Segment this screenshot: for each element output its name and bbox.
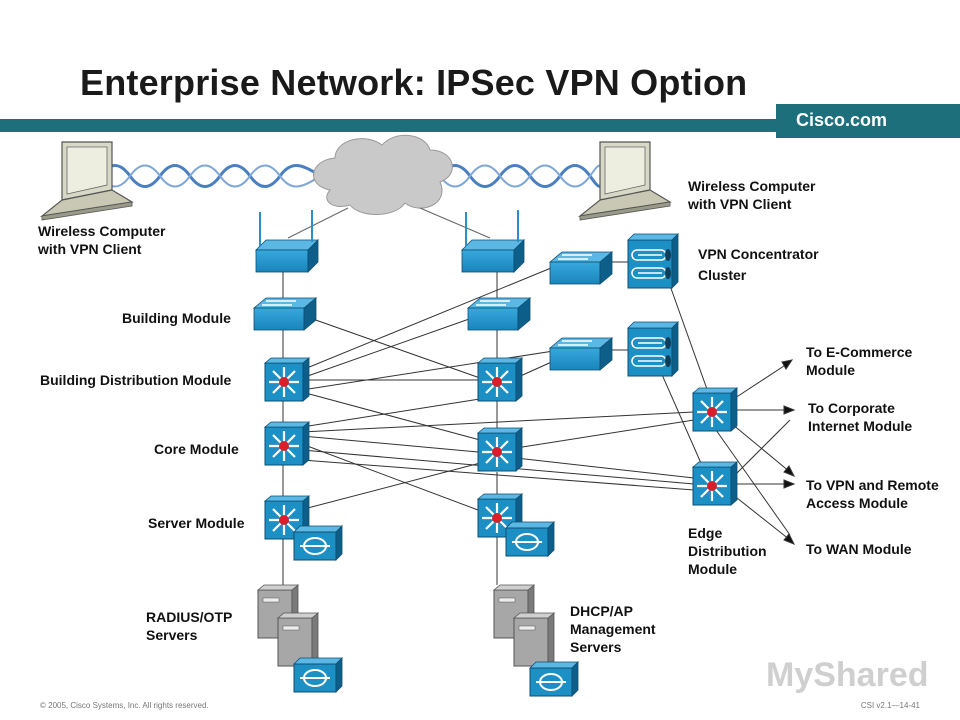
dhcp-servers-label: DHCP/AP Management Servers [570,603,656,655]
building-distribution-router-icon-left [263,356,311,403]
ids-icon-radius [293,657,343,693]
brand-badge: Cisco.com [776,104,960,138]
wireless-right-label: Wireless Computer with VPN Client [688,178,816,212]
access-point-icon-right [461,209,525,273]
brand-label: Cisco.com [796,110,888,130]
wireless-wave-right-2 [439,164,611,188]
header-bar [0,119,960,132]
vpn-concentrator-label: VPN Concentrator Cluster [698,246,819,283]
cloud-icon [313,134,453,215]
core-module-label: Core Module [154,441,239,457]
ids-icon-server-left [293,525,343,561]
wireless-wave-left [98,164,321,188]
to-ecommerce-label: To E-Commerce Module [806,344,913,378]
vpn-concentrator-icon-bottom [627,321,679,377]
link-lines [282,261,709,585]
server-module-label: Server Module [148,515,245,531]
building-distribution-label: Building Distribution Module [40,372,232,388]
ids-icon-server-right [505,521,555,557]
dhcp-server-icon-2 [513,612,555,667]
access-point-icon-left [255,209,319,273]
laptop-icon-left [41,141,133,221]
core-router-icon-left [263,420,311,467]
footer-course-id: CSI v2.1—14-41 [860,701,920,710]
wireless-wave-left-2 [99,164,321,188]
to-wan-label: To WAN Module [806,541,912,557]
ids-icon-dhcp [529,661,579,697]
edge-router-icon-top [691,386,739,433]
building-distribution-router-icon-right [476,356,524,403]
vpn-switch-icon-top [549,251,613,285]
building-switch-icon-right [467,297,531,331]
footer-copyright: © 2005, Cisco Systems, Inc. All rights r… [40,701,209,710]
page-title: Enterprise Network: IPSec VPN Option [80,62,748,103]
to-corporate-label: To Corporate Internet Module [808,400,913,434]
watermark: MyShared [766,656,929,694]
radius-servers-label: RADIUS/OTP Servers [146,609,233,643]
building-module-label: Building Module [122,310,231,326]
core-router-icon-right [476,426,524,473]
module-arrows [715,359,796,545]
vpn-concentrator-icon-top [627,233,679,289]
edge-router-icon-bottom [691,460,739,507]
vpn-switch-icon-bottom [549,337,613,371]
edge-distribution-label: Edge Distribution Module [688,525,767,577]
to-vpn-remote-label: To VPN and Remote Access Module [806,477,939,511]
building-switch-icon-left [253,297,317,331]
wireless-left-label: Wireless Computer with VPN Client [38,223,166,257]
